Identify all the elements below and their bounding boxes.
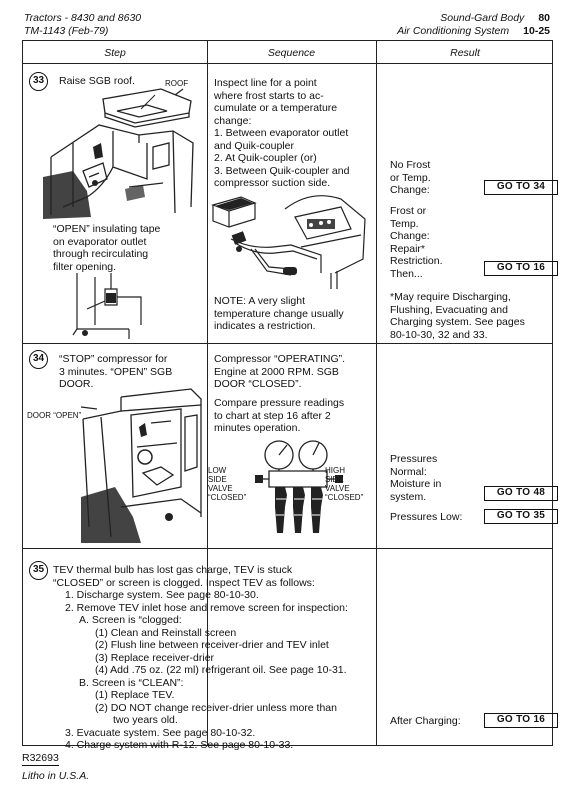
gauge-manifold-illustration [255,440,343,533]
step-number-badge: 33 [29,72,48,91]
goto-step-16-button[interactable]: GO TO 16 [484,261,558,276]
step-33-sequence-list: 1. Between evaporator outlet and Quik-co… [214,127,350,189]
instruction-line: (2) Flush line between receiver-drier an… [95,639,329,651]
instruction-line: (1) Clean and Reinstall screen [95,626,237,639]
figure-code: R32693 [22,752,59,767]
instruction-line: “CLOSED” or screen is clogged. Inspect T… [53,576,315,589]
goto-step-16-button[interactable]: GO TO 16 [484,713,558,728]
step-34-result-normal: Pressures Normal: Moisture in system. [390,453,442,503]
row-divider [23,343,552,344]
instruction-line: TEV thermal bulb has lost gas charge, TE… [53,564,293,576]
page-sub-number: 10-25 [523,25,550,37]
diagnostic-table: Step Sequence Result 33 Raise SGB roof. … [22,40,558,751]
instruction-line: two years old. [113,714,178,726]
step-35-instructions: TEV thermal bulb has lost gas charge, TE… [53,564,379,752]
step-34-result-low: Pressures Low: [390,511,463,523]
step-number-badge: 34 [29,350,48,369]
instruction-line: B. Screen is “CLEAN”: [79,676,184,689]
row-divider [23,63,552,64]
instruction-line: 2. Remove TEV inlet hose and remove scre… [65,601,348,614]
low-side-valve-label: LOW SIDE VALVE “CLOSED” [208,466,247,502]
manual-title: Tractors - 8430 and 8630 [24,12,142,24]
column-header-step: Step [104,47,126,59]
instruction-line: 1. Discharge system. See page 80-10-30. [65,589,259,601]
column-header-result: Result [450,47,480,59]
step-34-sequence-b: Compare pressure readings to chart at st… [214,397,345,434]
step-33-result-frost: Frost or Temp. Change: Repair* Restricti… [390,205,443,280]
instruction-line: (2) DO NOT change receiver-drier unless … [95,701,337,714]
step-33-instruction: “OPEN” insulating tape on evaporator out… [53,223,161,273]
step-number-badge: 35 [29,561,48,580]
page-main-number: 80 [538,12,550,24]
instruction-line: (4) Add .75 oz. (22 ml) refrigerant oil.… [95,664,347,676]
evaporator-line-illustration [211,195,366,289]
goto-step-48-button[interactable]: GO TO 48 [484,486,558,501]
door-open-label: DOOR “OPEN” [27,411,82,420]
step-34-instruction: “STOP” compressor for 3 minutes. “OPEN” … [59,353,173,390]
step-35-result: After Charging: [390,715,461,727]
instruction-line: 3. Evacuate system. See page 80-10-32. [65,726,256,739]
goto-step-35-button[interactable]: GO TO 35 [484,509,558,524]
column-header-sequence: Sequence [267,47,316,59]
instruction-line: A. Screen is “clogged: [79,614,182,626]
cab-door-illustration [81,388,202,543]
page-header: Tractors - 8430 and 8630 TM-1143 (Feb-79… [0,8,574,38]
roof-label: ROOF [165,79,189,88]
column-divider [376,41,377,745]
high-side-valve-label: HIGH SIDE VALVE “CLOSED” [325,466,364,502]
instruction-line: 4. Charge system with R-12. See page 80-… [65,739,294,751]
step-33-sequence-intro: Inspect line for a point where frost sta… [214,77,338,127]
column-divider [207,41,208,745]
instruction-line: (3) Replace receiver-drier [95,651,215,664]
step-34-sequence-a: Compressor “OPERATING”. Engine at 2000 R… [214,353,346,390]
step-33-result-no-frost: No Frost or Temp. Change: [390,159,431,196]
filter-opening-illustration [72,273,142,339]
row-divider [23,548,552,549]
cab-roof-illustration [43,88,194,219]
manual-number: TM-1143 (Feb-79) [24,25,109,37]
goto-step-34-button[interactable]: GO TO 34 [484,180,558,195]
step-33-footnote: *May require Discharging, Flushing, Evac… [390,291,525,341]
step-33-note: NOTE: A very slight temperature change u… [214,295,344,332]
litho-note: Litho in U.S.A. [22,770,90,782]
step-33-title: Raise SGB roof. [59,75,135,87]
instruction-line: (1) Replace TEV. [95,689,175,701]
